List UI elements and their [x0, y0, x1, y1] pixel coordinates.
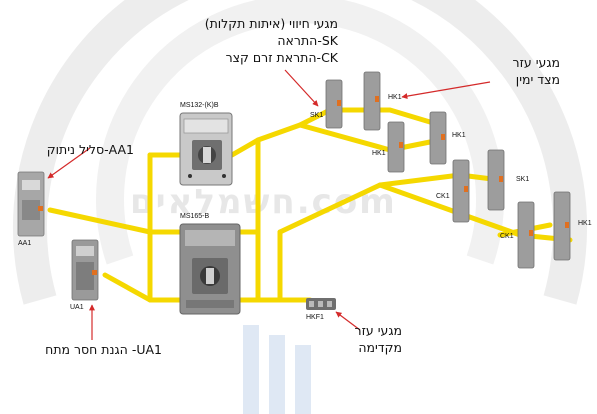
ms132-breaker	[179, 112, 233, 186]
ms132-label: MS132-(K)B	[180, 102, 219, 109]
hk1-top-label: HK1	[388, 94, 402, 101]
ms165-label: MS165-B	[180, 213, 210, 220]
ua1-label: UA1	[70, 304, 84, 311]
aa1-module	[17, 171, 45, 237]
front-aux-line2: מקדימה	[358, 340, 402, 355]
ua1-module	[71, 239, 99, 301]
hkf1-module	[306, 298, 336, 310]
sk1-top-module	[325, 79, 343, 129]
ck1-mid-module	[452, 159, 470, 223]
sk1-top-label: SK1	[310, 112, 324, 119]
right-aux-line2: מצד ימין	[515, 72, 560, 87]
protection-sk: SK-התראה	[277, 33, 338, 48]
wire-ms132-right	[229, 137, 261, 235]
hk1-top-module	[363, 71, 381, 131]
ck1-bottom-label: CK1	[500, 233, 514, 240]
protection-ck: CK-התראת זרם קצר	[225, 50, 338, 65]
front-aux-line1: מגעי עזר	[354, 323, 402, 338]
hk1-upper-mid-module	[387, 121, 405, 173]
wire-to-sk1-mid	[277, 172, 503, 235]
shunt-trip-label: AA1-סליל ניתוק	[46, 142, 134, 157]
ck1-bottom-module	[517, 201, 535, 269]
aa1-label: AA1	[18, 240, 32, 247]
hk1-bottom-label: HK1	[578, 220, 592, 227]
ck1-mid-label: CK1	[436, 193, 450, 200]
hk1-mid-right-module	[429, 111, 447, 165]
protection-title: מגעי חיווי (איתות תקלות)	[204, 16, 338, 31]
hk1-bottom-module	[553, 191, 571, 261]
arrow-to-aa1	[47, 147, 91, 179]
arrow-to-hkf1	[335, 311, 361, 331]
right-aux-line1: מגעי עזר	[512, 55, 560, 70]
hk1-upper-mid-label: HK1	[372, 150, 386, 157]
ms165-breaker	[179, 223, 241, 315]
arrow-to-hk1	[401, 81, 491, 100]
arrow-to-sk1	[284, 69, 319, 107]
hk1-mid-right-label: HK1	[452, 132, 466, 139]
sk1-mid-label: SK1	[516, 176, 530, 183]
undervoltage-label: UA1- הגנת חסר מתח	[45, 342, 162, 357]
hkf1-label: HKF1	[306, 314, 324, 321]
sk1-mid-module	[487, 149, 505, 211]
